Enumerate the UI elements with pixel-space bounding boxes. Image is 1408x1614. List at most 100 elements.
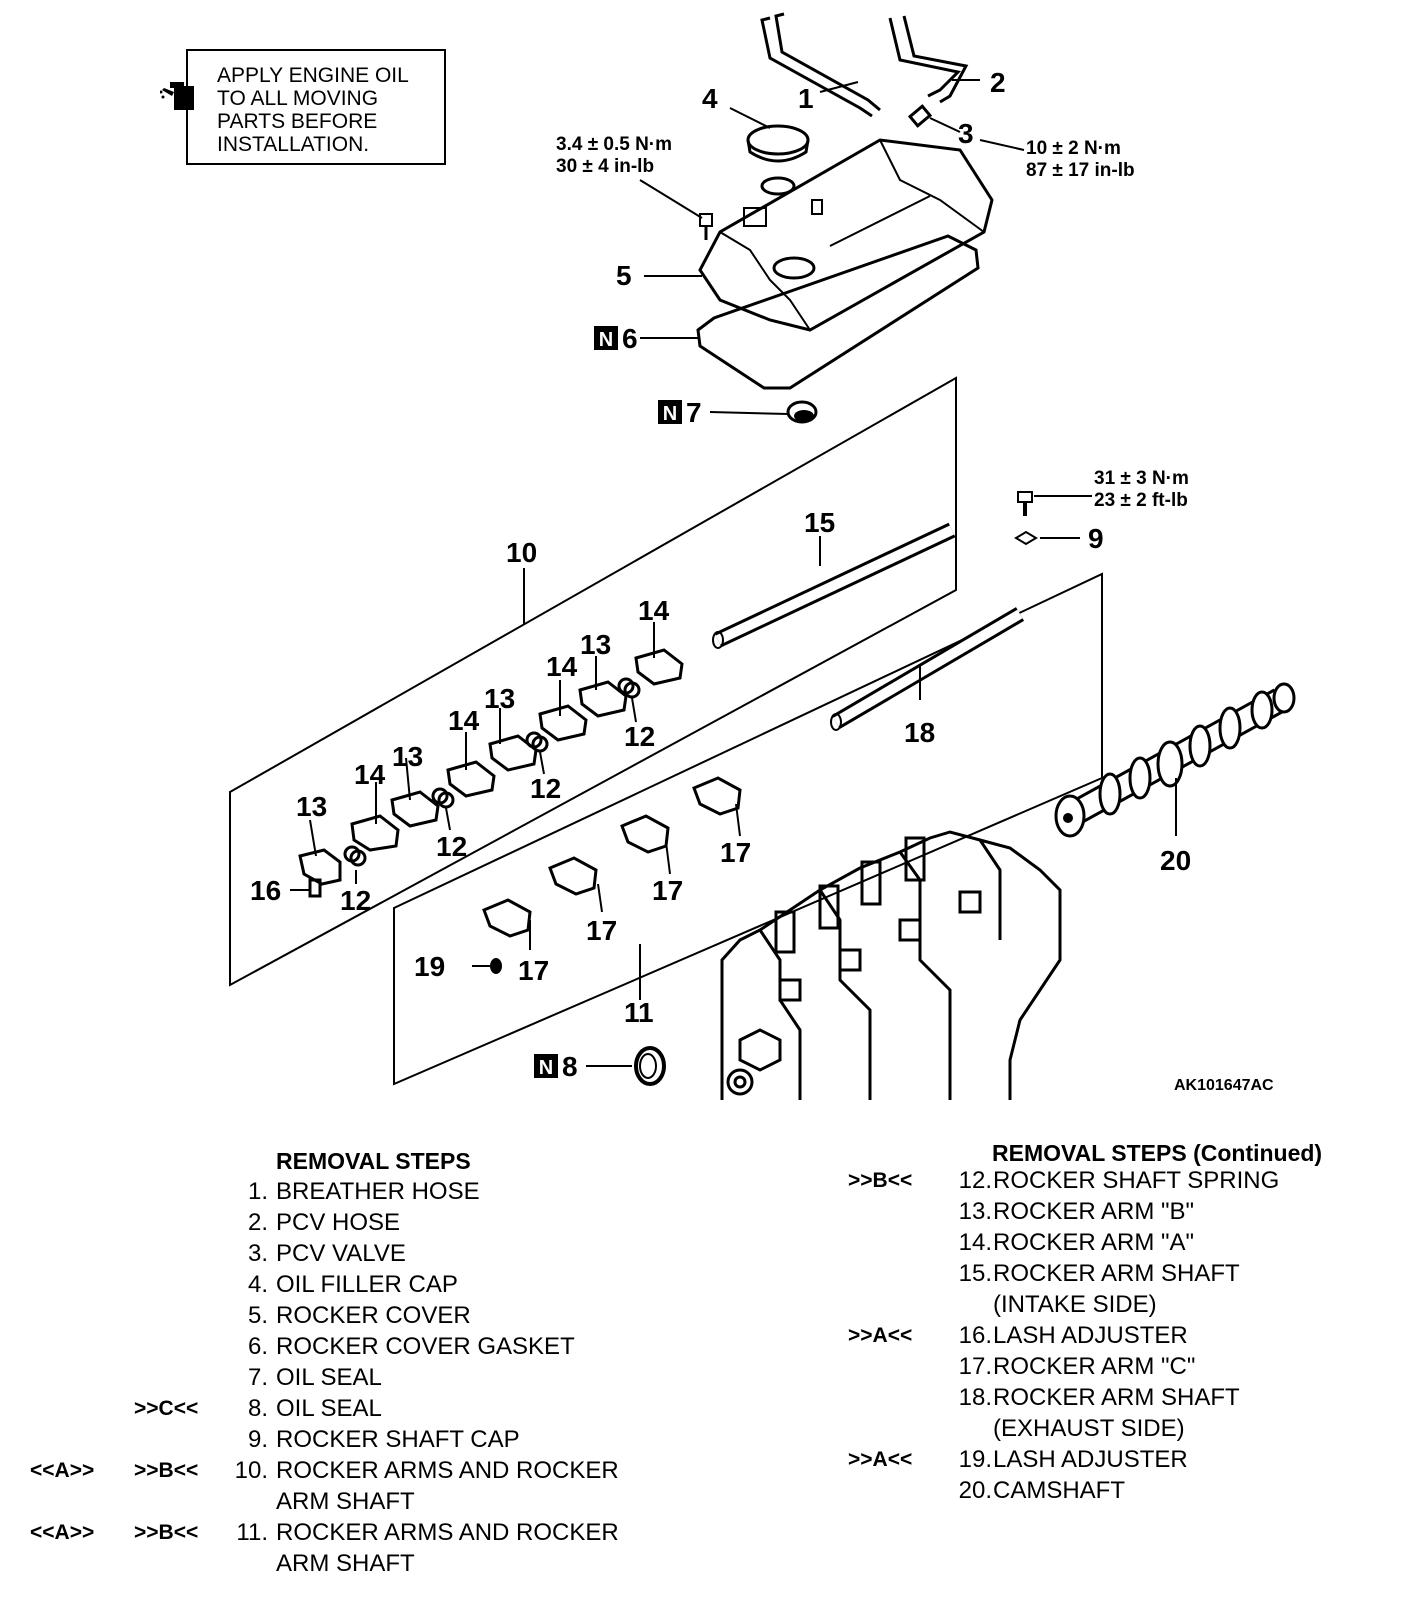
step-text: (INTAKE SIDE)	[993, 1291, 1157, 1318]
torque-cover-bolt-nm: 3.4 ± 0.5 N·m	[556, 134, 672, 155]
step-row: <<A>>>>B<<10.ROCKER ARMS AND ROCKER	[30, 1455, 670, 1486]
step-row: 15.ROCKER ARM SHAFT	[848, 1258, 1388, 1289]
lash-adjuster-19	[490, 958, 502, 974]
step-number: 12.	[958, 1167, 992, 1194]
step-row: >>A<<16.LASH ADJUSTER	[848, 1320, 1388, 1351]
step-number: 14.	[958, 1229, 992, 1256]
callout-7: 7	[686, 397, 702, 428]
step-text: ROCKER ARM "C"	[993, 1353, 1196, 1380]
step-mark-b: >>B<<	[134, 1459, 199, 1482]
callout-5: 5	[616, 260, 632, 291]
step-row: 1. BREATHER HOSE	[30, 1176, 670, 1207]
callout-13c: 13	[484, 683, 515, 714]
callout-14d: 14	[638, 595, 670, 626]
step-text: OIL FILLER CAP	[276, 1271, 458, 1298]
removal-steps-continued-heading: REMOVAL STEPS (Continued)	[992, 1140, 1323, 1166]
step-text: ROCKER ARMS AND ROCKER	[276, 1457, 619, 1484]
exhaust-assembly-frame	[393, 572, 1103, 1086]
step-text: BREATHER HOSE	[276, 1178, 480, 1205]
step-text: PCV HOSE	[276, 1209, 401, 1236]
torque-specs: 3.4 ± 0.5 N·m 30 ± 4 in-lb 10 ± 2 N·m 87…	[556, 134, 1189, 511]
step-number: 1.	[247, 1178, 268, 1205]
step-text: OIL SEAL	[276, 1364, 382, 1391]
step-number: 10.	[234, 1457, 268, 1484]
step-row: ARM SHAFT	[30, 1548, 670, 1579]
callout-17c: 17	[652, 875, 683, 906]
callout-19: 19	[414, 951, 445, 982]
step-text: OIL SEAL	[276, 1395, 382, 1422]
oil-filler-cap	[746, 124, 810, 196]
step-row: <<A>>>>B<<11.ROCKER ARMS AND ROCKER	[30, 1517, 670, 1548]
camshaft	[1054, 682, 1296, 838]
rocker-cover	[698, 138, 994, 332]
torque-cap-bolt-ftlb: 23 ± 2 ft-lb	[1094, 490, 1188, 511]
step-row: 4. OIL FILLER CAP	[30, 1269, 670, 1300]
step-number: 8.	[247, 1395, 268, 1422]
step-number: 5.	[247, 1302, 268, 1329]
step-number: 4.	[247, 1271, 268, 1298]
step-number: 15.	[958, 1260, 992, 1287]
callout-16: 16	[250, 875, 281, 906]
step-text: LASH ADJUSTER	[993, 1322, 1188, 1349]
callout-9: 9	[1088, 523, 1104, 554]
step-text: ROCKER SHAFT CAP	[276, 1426, 520, 1453]
step-text: ARM SHAFT	[276, 1488, 415, 1515]
note-text: APPLY ENGINE OIL TO ALL MOVING PARTS BEF…	[217, 64, 409, 156]
cover-bolt	[699, 213, 713, 240]
new-part-marks: N N N	[534, 326, 682, 1079]
step-number: 17.	[958, 1353, 992, 1380]
callout-numbers: 1 2 3 4 5 6 7 8 9 10 11 12 12 12 12 13 1…	[250, 67, 1191, 1082]
new-mark-6: N	[599, 329, 613, 351]
step-number: 19.	[958, 1446, 992, 1473]
step-mark: >>B<<	[848, 1169, 913, 1192]
torque-cap-bolt-nm: 31 ± 3 N·m	[1094, 468, 1189, 489]
callout-14b: 14	[448, 705, 480, 736]
rocker-shaft-springs	[343, 677, 641, 867]
step-text: ROCKER SHAFT SPRING	[993, 1167, 1280, 1194]
step-text: ARM SHAFT	[276, 1550, 415, 1577]
rocker-cover-gasket	[696, 234, 980, 390]
step-number: 9.	[247, 1426, 268, 1453]
step-row: 13.ROCKER ARM "B"	[848, 1196, 1388, 1227]
torque-cover-bolt-inlb: 30 ± 4 in-lb	[556, 156, 654, 177]
pcv-valve	[907, 104, 933, 128]
step-number: 7.	[247, 1364, 268, 1391]
callout-18: 18	[904, 717, 935, 748]
step-row: 5.ROCKER COVER	[30, 1300, 670, 1331]
breather-hose	[760, 12, 881, 118]
step-number: 13.	[958, 1198, 992, 1225]
intake-rocker-shaft	[712, 522, 956, 649]
step-row: 14.ROCKER ARM "A"	[848, 1227, 1388, 1258]
callout-14c: 14	[546, 651, 578, 682]
step-mark-b: >>B<<	[134, 1521, 199, 1544]
callout-6: 6	[622, 323, 638, 354]
callout-13a: 13	[296, 791, 327, 822]
step-text: CAMSHAFT	[993, 1477, 1125, 1504]
step-text: (EXHAUST SIDE)	[993, 1415, 1185, 1442]
step-text: PCV VALVE	[276, 1240, 406, 1267]
step-row: (INTAKE SIDE)	[848, 1289, 1388, 1320]
callout-10: 10	[506, 537, 537, 568]
torque-pcv-inlb: 87 ± 17 in-lb	[1026, 160, 1135, 181]
intake-assembly-frame	[229, 376, 957, 987]
callout-12c: 12	[530, 773, 561, 804]
step-text: LASH ADJUSTER	[993, 1446, 1188, 1473]
step-number: 3.	[247, 1240, 268, 1267]
step-row: >>C<<8.OIL SEAL	[30, 1393, 670, 1424]
step-text: ROCKER ARM SHAFT	[993, 1384, 1240, 1411]
step-text: ROCKER COVER GASKET	[276, 1333, 575, 1360]
callout-4: 4	[702, 83, 718, 114]
step-mark: >>A<<	[848, 1448, 913, 1471]
callout-17b: 17	[586, 915, 617, 946]
step-text: ROCKER ARMS AND ROCKER	[276, 1519, 619, 1546]
step-text: ROCKER ARM "A"	[993, 1229, 1195, 1256]
torque-pcv-nm: 10 ± 2 N·m	[1026, 138, 1121, 159]
figure-code: AK101647AC	[1174, 1077, 1274, 1094]
rocker-shaft-cap	[1014, 491, 1038, 546]
exploded-diagram: N N N 1 2 3 4 5 6 7 8 9 10 11 12 12 12 1…	[229, 12, 1296, 1100]
callout-3: 3	[958, 118, 974, 149]
step-row: (EXHAUST SIDE)	[848, 1413, 1388, 1444]
rocker-arms-intake	[298, 648, 684, 886]
step-row: 18.ROCKER ARM SHAFT	[848, 1382, 1388, 1413]
